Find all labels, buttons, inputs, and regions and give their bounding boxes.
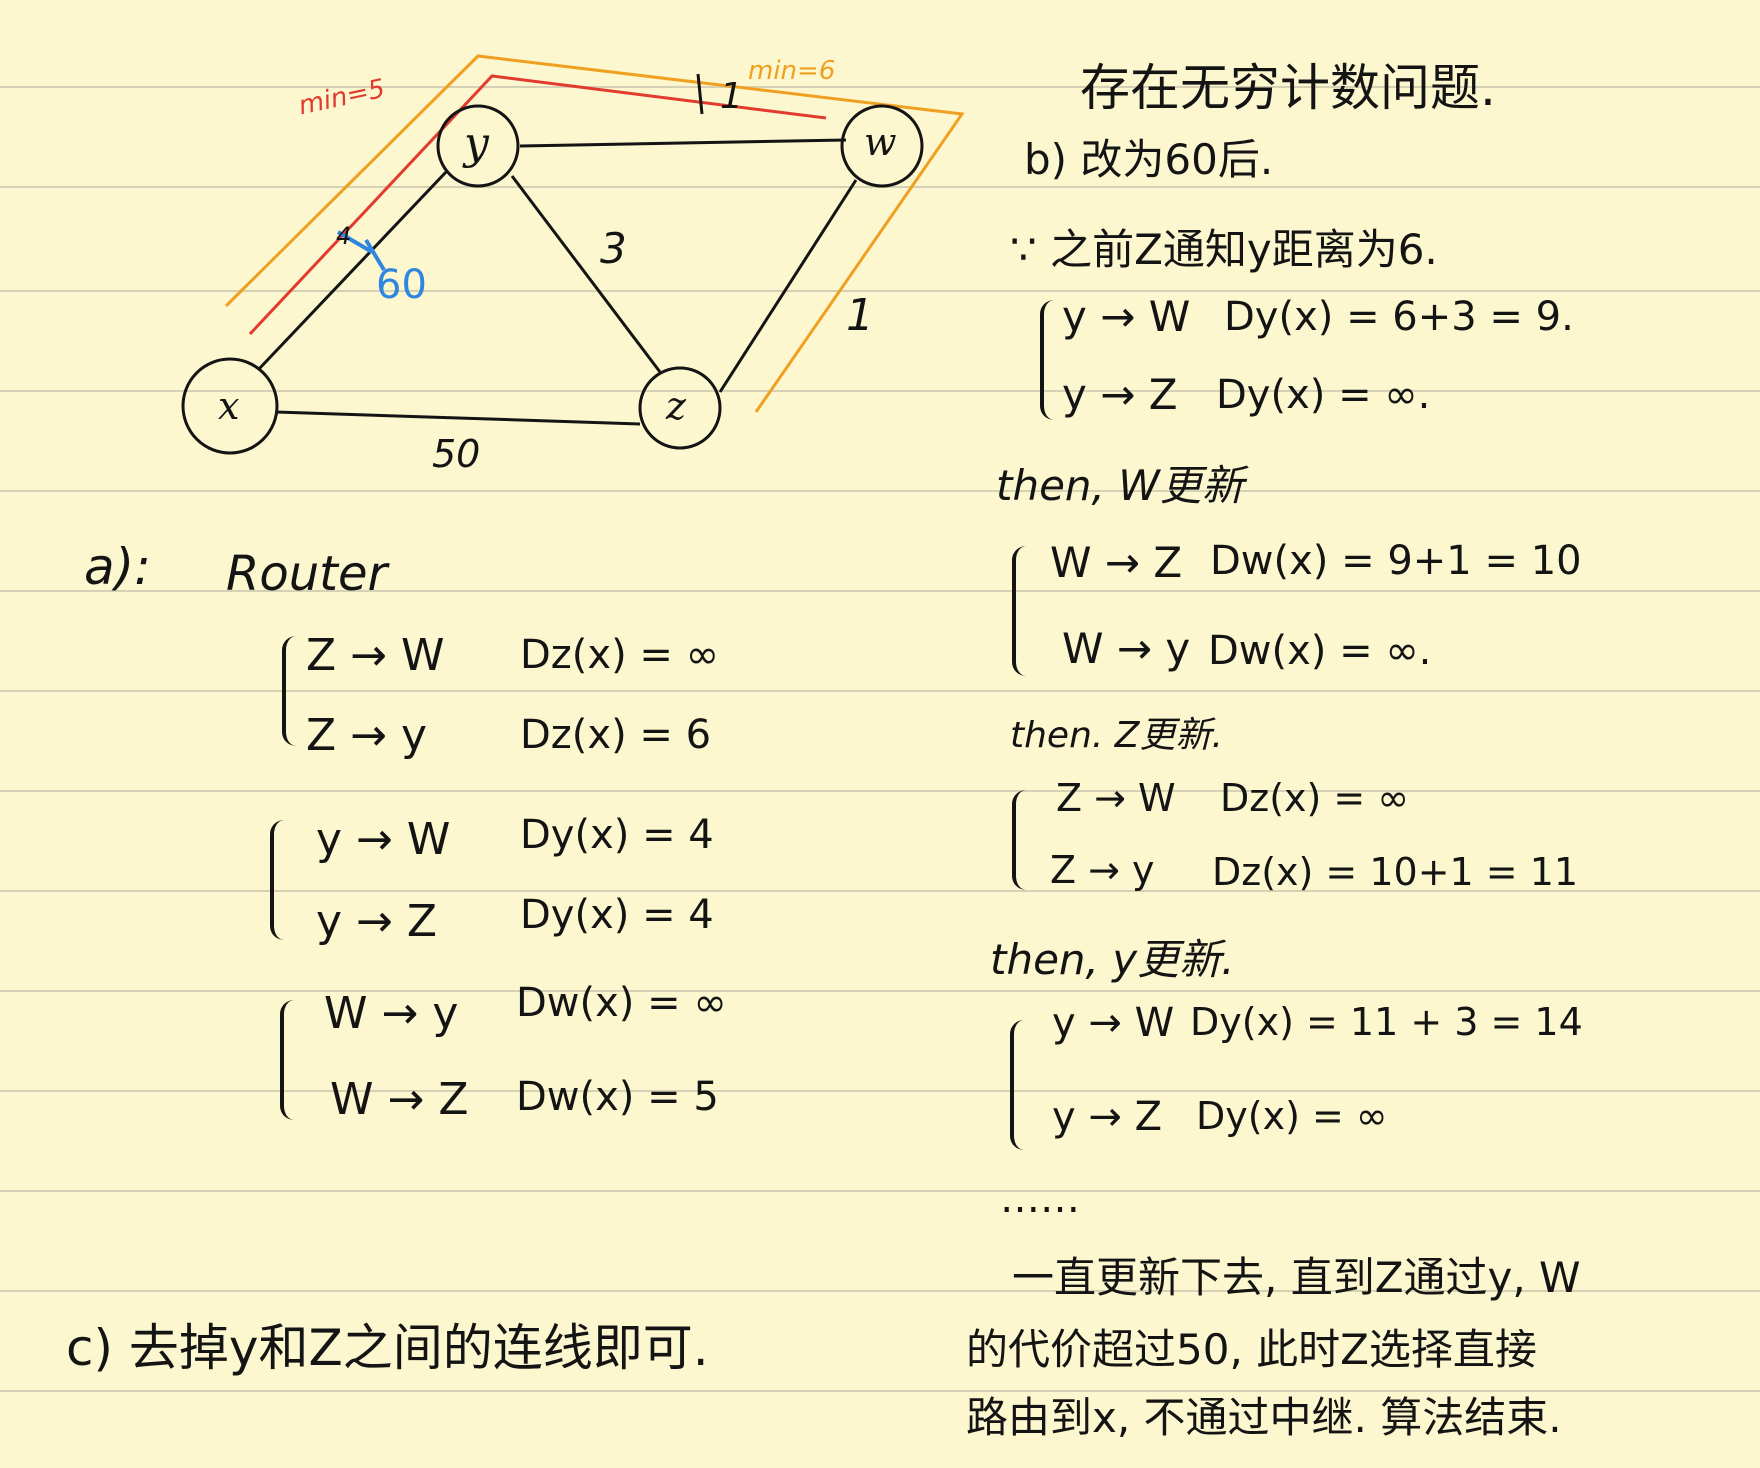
distance: Dy(x) = 11 + 3 = 14 [1190, 1000, 1583, 1044]
distance: Dz(x) = ∞ [520, 632, 719, 678]
route: W → y [324, 988, 459, 1039]
ruled-line [0, 86, 1760, 88]
edge-y-z-weight: 3 [600, 224, 627, 273]
ruled-line [0, 1190, 1760, 1192]
edge-x-z [275, 410, 641, 426]
route: Z → y [1050, 848, 1155, 892]
part-b-label: b) 改为60后. [1024, 135, 1274, 184]
distance: Dw(x) = 9+1 = 10 [1210, 538, 1582, 584]
route: Z → W [1056, 776, 1176, 820]
continuation-dots: …… [1000, 1176, 1080, 1222]
brace [1040, 300, 1058, 420]
node-z [638, 366, 722, 450]
distance: Dz(x) = 6 [520, 712, 712, 758]
edge-y-w [519, 138, 847, 148]
node-x [181, 357, 279, 455]
edge-x-y-new-weight: 60 [376, 262, 427, 308]
brace [270, 820, 290, 940]
orange-path-outline [224, 54, 965, 413]
edge-w-z [718, 179, 858, 393]
ruled-line [0, 1290, 1760, 1292]
ruled-line [0, 1090, 1760, 1092]
route: W → Z [330, 1074, 469, 1125]
distance: Dy(x) = 4 [520, 812, 714, 858]
brace [282, 636, 302, 746]
edge-x-z-weight: 50 [432, 432, 481, 476]
node-x-label: x [218, 384, 240, 428]
distance: Dw(x) = ∞ [516, 980, 727, 1026]
orange-path-label: min=6 [748, 56, 836, 86]
brace [1012, 790, 1030, 890]
ruled-line [0, 490, 1760, 492]
edge-x-y [256, 170, 448, 372]
part-b-title: 存在无穷计数问题. [1080, 59, 1496, 117]
distance: Dz(x) = ∞ [1220, 776, 1409, 820]
edge-y-w-tick [696, 73, 704, 115]
then-step: then. Z更新. [1010, 715, 1223, 756]
ruled-line [0, 590, 1760, 592]
ruled-line [0, 1390, 1760, 1392]
conclusion-line: 的代价超过50, 此时Z选择直接 [966, 1325, 1537, 1374]
route: y → W [1052, 1000, 1175, 1046]
node-z-label: z [666, 384, 687, 428]
node-y-label: y [464, 118, 489, 169]
part-b-since: ∵ 之前Z通知y距离为6. [1010, 225, 1438, 274]
node-w [840, 104, 924, 188]
distance: Dy(x) = 4 [520, 892, 714, 938]
ruled-line [0, 390, 1760, 392]
route: y → W [316, 814, 451, 865]
conclusion-line: 路由到x, 不通过中继. 算法结束. [966, 1393, 1562, 1442]
brace [1012, 546, 1032, 676]
ruled-line [0, 290, 1760, 292]
edge-y-z [510, 175, 662, 373]
distance: Dz(x) = 10+1 = 11 [1212, 850, 1579, 894]
ruled-line [0, 790, 1760, 792]
route: W → Z [1050, 538, 1183, 587]
node-w-label: w [864, 120, 897, 164]
part-c-answer: c) 去掉y和Z之间的连线即可. [66, 1319, 709, 1377]
route: Z → y [306, 710, 428, 761]
ruled-line [0, 690, 1760, 692]
distance: Dw(x) = 5 [516, 1074, 719, 1120]
edge-x-y-old-weight: 4 [336, 222, 352, 250]
distance: Dy(x) = 6+3 = 9. [1224, 294, 1574, 340]
route: y → Z [1052, 1094, 1163, 1140]
strike-mark [364, 238, 386, 272]
red-path-outline [248, 74, 827, 336]
brace [280, 1000, 300, 1120]
route: W → y [1062, 624, 1191, 673]
route: y → Z [316, 896, 438, 947]
distance: Dw(x) = ∞. [1208, 628, 1432, 674]
part-a-label: a): [84, 538, 151, 596]
route: Z → W [306, 630, 445, 681]
router-heading: Router [226, 546, 388, 602]
edge-y-w-weight: 1 [720, 76, 743, 117]
then-step: then, W更新 [996, 461, 1244, 510]
edge-w-z-weight: 1 [846, 290, 874, 341]
conclusion-line: 一直更新下去, 直到Z通过y, W [1012, 1253, 1581, 1302]
node-y [436, 104, 520, 188]
ruled-line [0, 990, 1760, 992]
route: y → Z [1062, 370, 1178, 419]
ruled-line [0, 890, 1760, 892]
distance: Dy(x) = ∞. [1216, 372, 1431, 418]
route: y → W [1062, 292, 1191, 341]
brace [1010, 1020, 1030, 1150]
then-step: then, y更新. [990, 935, 1235, 984]
strike-mark [336, 230, 374, 254]
distance: Dy(x) = ∞ [1196, 1094, 1388, 1138]
